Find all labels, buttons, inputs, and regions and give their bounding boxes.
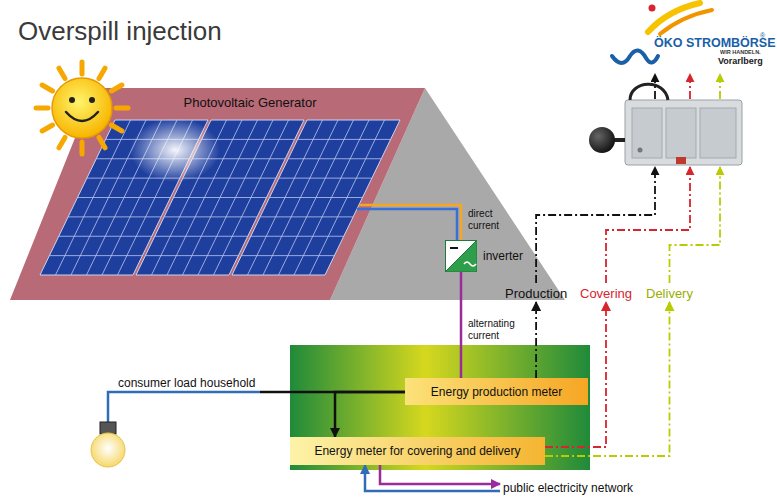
panel-cell-line: [68, 216, 161, 217]
sun-ray: [42, 125, 52, 131]
connector-line: [460, 272, 463, 378]
pv-generator: Photovoltaic Generator: [95, 90, 405, 275]
dc-wire-stub: [357, 205, 405, 209]
panel-cell-line: [145, 255, 238, 256]
node-text: consumer load household: [118, 376, 255, 390]
node-text: Photovoltaic Generator: [184, 95, 317, 110]
connector-twin-wire: [405, 209, 457, 240]
meter-box: Energy production meter: [405, 378, 588, 405]
logger-link: [689, 74, 691, 99]
connector-line: [535, 302, 537, 378]
connector-label: direct current: [468, 208, 516, 231]
logger-link: [654, 74, 656, 99]
connector: [365, 465, 500, 491]
sun-ray: [36, 106, 48, 111]
diagram-title: Overspill injection: [18, 16, 222, 47]
sun-ray: [111, 85, 121, 91]
sun-ray: [59, 137, 65, 147]
panel-cell-line: [260, 216, 353, 217]
node-text: Energy production meter: [431, 385, 562, 399]
panel-glare: [130, 118, 220, 182]
sun-ray: [80, 142, 85, 154]
panel-cell-line: [298, 139, 391, 140]
signal-label: Production: [505, 284, 567, 302]
node-text: Energy meter for covering and delivery: [314, 444, 520, 458]
grid-label: public electricity network: [500, 478, 636, 496]
inverter-box: inverter: [445, 240, 523, 272]
panel-cell-line: [59, 236, 152, 237]
logger-link: [719, 74, 721, 99]
signal-label: Delivery: [646, 284, 693, 302]
panel: [232, 120, 400, 275]
inverter-symbol: [445, 240, 477, 272]
logger-link: [670, 167, 721, 283]
logger-links: [536, 74, 720, 283]
panel-cell-line: [270, 197, 363, 198]
registered-mark: ®: [760, 32, 765, 39]
meter-box: Energy meter for covering and delivery: [290, 437, 545, 465]
logo-slogan: WIR HANDELN.: [720, 49, 761, 55]
panel-cell-line: [174, 197, 267, 198]
connector: [335, 392, 405, 437]
panel-cell-line: [241, 255, 334, 256]
sun-ray: [42, 85, 52, 91]
connector-line: [405, 205, 461, 240]
logo-swoosh: [612, 3, 712, 63]
connector-label: alternating current: [468, 318, 530, 341]
panel-cell-line: [164, 216, 257, 217]
node-text: inverter: [483, 240, 523, 272]
signal-label: Covering: [580, 284, 632, 302]
connector-line: [335, 392, 405, 437]
connector: [545, 302, 606, 447]
connector-line: [365, 465, 500, 491]
connector: [405, 205, 461, 240]
connector: [380, 465, 500, 484]
sun-ray: [99, 68, 105, 78]
panel-cell-line: [279, 178, 372, 179]
sun-ray: [116, 106, 128, 111]
data-logger: [589, 84, 742, 165]
connector-line: [545, 302, 606, 447]
panel-cell-line: [49, 255, 142, 256]
node-text: Production: [505, 285, 567, 303]
connector-line: [380, 465, 500, 484]
connector: [461, 272, 462, 378]
sun: [36, 62, 128, 154]
node-text: Delivery: [646, 285, 693, 303]
logo-wordmark: ÖKO STROMBÖRSE: [654, 36, 776, 50]
logger-link: [536, 167, 655, 283]
logger-link: [606, 167, 690, 283]
meter-cabinet: [290, 345, 590, 470]
connector: [536, 302, 537, 378]
sun-ray: [111, 125, 121, 131]
sun-ray: [99, 137, 105, 147]
solar-panels: [40, 118, 400, 275]
panel-cell-line: [251, 236, 344, 237]
sun-ray: [80, 62, 85, 74]
logo-region: Vorarlberg: [718, 56, 763, 66]
node-text: public electricity network: [503, 479, 633, 497]
node-text: Covering: [580, 285, 632, 303]
panel-cell-line: [155, 236, 248, 237]
sun-ray: [59, 68, 65, 78]
panel-cell-line: [288, 158, 381, 159]
consumer-load: consumer load household: [60, 370, 260, 472]
panel-cell-line: [78, 197, 171, 198]
